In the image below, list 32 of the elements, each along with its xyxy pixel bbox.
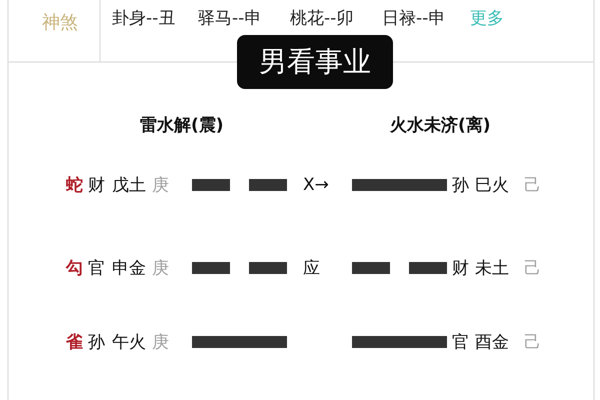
branch-label: 午火 — [112, 332, 146, 354]
line-mark: 应 — [303, 258, 320, 280]
branch-label: 巳火 — [475, 174, 509, 196]
relation-label: 官 — [88, 258, 105, 280]
info-item: 日禄--申 — [382, 8, 446, 30]
branch-label: 戊土 — [112, 174, 146, 196]
branch-label: 申金 — [112, 258, 146, 280]
info-item: 驿马--申 — [198, 8, 262, 30]
stem-label: 庚 — [152, 332, 169, 354]
branch-label: 未土 — [475, 258, 509, 280]
more-link: 更多 — [470, 8, 504, 30]
relation-label: 财 — [88, 174, 105, 196]
spirit-label: 雀 — [66, 332, 83, 354]
line-mark: X→ — [303, 175, 329, 195]
overlay-caption: 男看事业 — [237, 35, 393, 89]
relation-label: 财 — [452, 258, 469, 280]
hexagram-title: 火水未济(离) — [390, 114, 491, 136]
spirit-label: 勾 — [66, 258, 83, 280]
info-item: 卦身--丑 — [112, 8, 176, 30]
stem-label: 己 — [524, 332, 541, 354]
stem-label: 庚 — [152, 174, 169, 196]
relation-label: 孙 — [88, 332, 105, 354]
stem-label: 庚 — [152, 258, 169, 280]
stem-label: 己 — [524, 258, 541, 280]
branch-label: 酉金 — [475, 332, 509, 354]
hexagram-title: 雷水解(震) — [140, 114, 224, 136]
relation-label: 孙 — [452, 174, 469, 196]
table-header: 神煞 — [42, 11, 78, 34]
relation-label: 官 — [452, 332, 469, 354]
spirit-label: 蛇 — [66, 174, 83, 196]
info-item: 桃花--卯 — [290, 8, 354, 30]
stem-label: 己 — [524, 174, 541, 196]
